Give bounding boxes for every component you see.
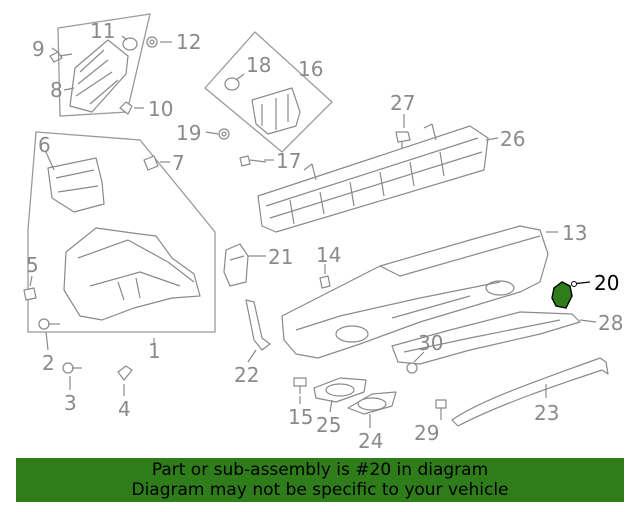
part-4-clip [117,365,133,381]
label-28: 28 [598,311,623,335]
part-13-bumper-fascia [281,225,549,359]
label-5: 5 [26,253,39,277]
group-outline-side-bracket [204,31,333,153]
info-banner: Part or sub-assembly is #20 in diagram D… [16,458,624,502]
label-22: 22 [234,363,259,387]
label-13: 13 [562,221,587,245]
label-2: 2 [42,351,55,375]
part-19-nut [218,128,230,140]
part-7-clip [143,155,159,171]
part-16-bracket [251,87,301,135]
label-8: 8 [50,78,63,102]
part-5-clip [23,287,37,301]
label-18: 18 [246,53,271,77]
part-11-ring [122,37,138,51]
label-25: 25 [316,413,341,437]
banner-line-2: Diagram may not be specific to your vehi… [131,480,509,500]
label-30: 30 [418,331,443,355]
part-10-clip [119,101,133,115]
label-14: 14 [316,243,341,267]
part-26-beam [257,123,489,233]
part-1-bumper-corner [63,227,201,321]
part-8-bracket [69,39,129,113]
part-14-clip [319,275,331,289]
label-6: 6 [38,133,51,157]
part-17-bolt [239,155,267,167]
part-18-ring [224,77,240,91]
label-12: 12 [176,30,201,54]
label-29: 29 [414,421,439,445]
label-7: 7 [172,151,185,175]
label-21: 21 [268,245,293,269]
label-27: 27 [390,91,415,115]
label-11: 11 [90,19,115,43]
part-21-bracket [223,243,249,287]
label-1: 1 [148,339,161,363]
part-23-trim-strip [451,357,609,427]
part-25-exhaust-trim [313,377,367,403]
label-26: 26 [500,127,525,151]
label-23: 23 [534,401,559,425]
label-15: 15 [288,405,313,429]
label-9: 9 [32,37,45,61]
part-12-nut [146,36,158,48]
label-24: 24 [358,429,383,453]
part-6-bracket [47,157,105,213]
part-22-support [245,299,271,351]
part-15-bolt [293,377,307,394]
part-3-screw [62,362,82,374]
group-outline-bumper-corner [27,131,216,333]
label-3: 3 [64,391,77,415]
label-10: 10 [148,97,173,121]
part-20-fastener [571,281,577,287]
label-16: 16 [298,57,323,81]
part-28-valance [391,311,581,365]
part-29-bolt [435,399,447,414]
part-2-screw [38,318,60,330]
label-19: 19 [176,121,201,145]
part-30-screw [406,362,418,374]
label-4: 4 [118,397,131,421]
label-17: 17 [276,149,301,173]
part-20-highlighted[interactable] [551,281,573,309]
label-20: 20 [594,271,619,295]
banner-line-1: Part or sub-assembly is #20 in diagram [151,460,489,480]
part-24-exhaust-trim [347,391,397,415]
part-9-bolt [49,51,73,63]
parts-diagram: 1 2 3 4 5 6 7 8 9 10 11 12 13 14 15 16 1… [23,13,623,453]
